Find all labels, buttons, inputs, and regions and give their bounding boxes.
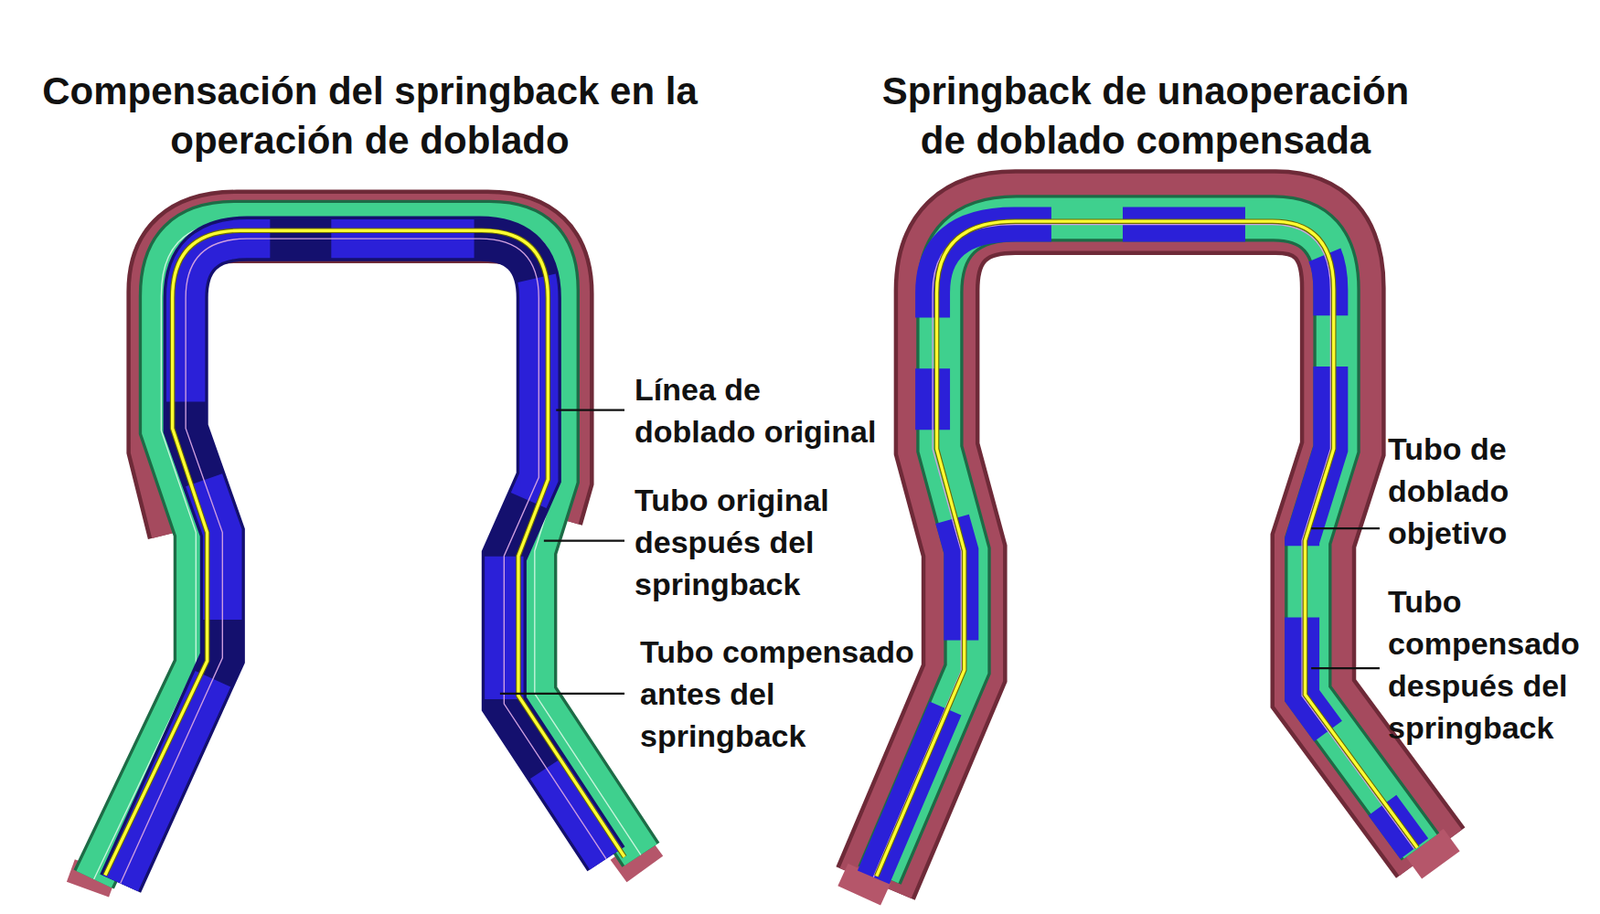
callout-label: Línea de doblado original [634, 368, 884, 453]
figure-heading: Compensación del springback en la operac… [37, 66, 703, 166]
original-bend-line [105, 230, 625, 875]
callout-label: Tubo de doblado objetivo [1387, 427, 1550, 555]
callout-label: Tubo compensado después del springback [1387, 580, 1590, 749]
figure-heading: Springback de unaoperación de doblado co… [876, 66, 1415, 166]
tube-compensated-before [120, 238, 607, 884]
leader-lines [500, 410, 1380, 694]
callout-label: Tubo compensado antes del springback [640, 630, 929, 758]
target-bend-line [876, 221, 1419, 877]
callout-label: Tubo original después del springback [634, 479, 884, 606]
bending-die [859, 212, 1441, 896]
